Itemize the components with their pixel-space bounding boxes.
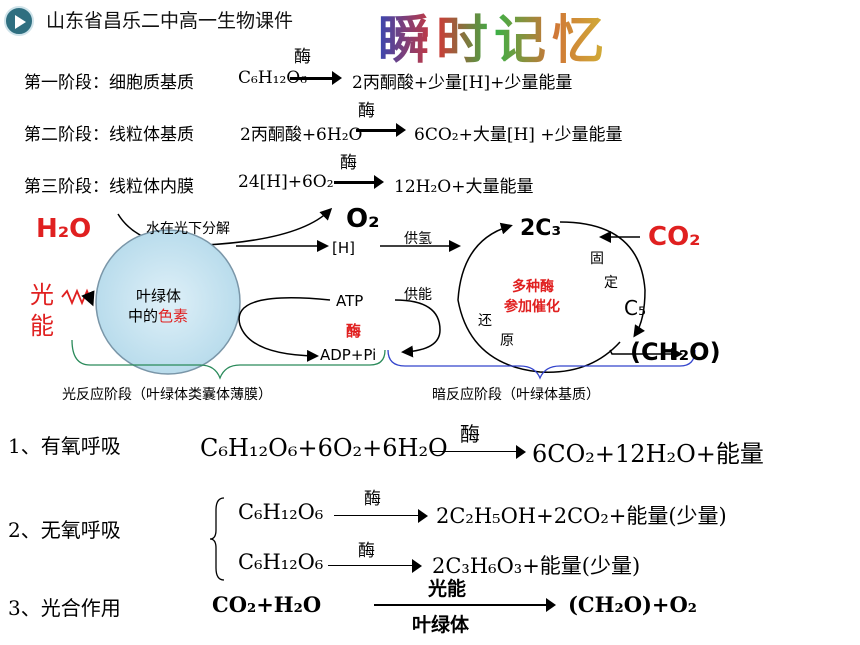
photo-bottom-label: 叶绿体 <box>412 614 470 636</box>
light-stage-brace <box>71 339 386 380</box>
aerobic-right: 6CO₂+12H₂O+能量 <box>532 440 764 468</box>
c3-label: 2C₃ <box>520 216 562 241</box>
light-stage-label: 光反应阶段（叶绿体类囊体薄膜） <box>62 387 272 403</box>
gongneng-label: 供能 <box>404 287 432 303</box>
anaerobic-brace <box>209 497 225 581</box>
anaerobic-row2-right: 2C₃H₆O₃+能量(少量) <box>432 554 641 578</box>
banner-title: 瞬时记忆 <box>378 0 610 73</box>
anaerobic-row2-arrow <box>328 559 422 573</box>
aerobic-arrow <box>432 445 526 459</box>
ch2o-arrow <box>609 348 683 360</box>
chlorophyll-label-1: 叶绿体 <box>136 287 182 305</box>
photo-label: 3、光合作用 <box>8 596 121 620</box>
gongqing-label: 供氢 <box>404 231 432 247</box>
h-label: [H] <box>332 239 355 257</box>
ch2o-label: (CH₂O) <box>630 338 721 366</box>
stage-3-right: 12H₂O+大量能量 <box>394 177 534 197</box>
light-wave-icon <box>61 288 95 307</box>
stage-3-left: 24[H]+6O₂ <box>238 172 334 192</box>
anaerobic-label: 2、无氧呼吸 <box>8 518 121 542</box>
stage-1-label: 第一阶段：细胞质基质 <box>24 73 194 93</box>
stage-2-label: 第二阶段：线粒体基质 <box>24 125 194 145</box>
stage-2-left: 2丙酮酸+6H₂O <box>240 125 363 145</box>
adp-label: ADP+Pi <box>320 346 377 364</box>
co2-label: CO₂ <box>648 222 701 252</box>
stage-3-arrow <box>334 175 384 189</box>
aerobic-enzyme: 酶 <box>460 422 480 446</box>
photo-right: (CH₂O)+O₂ <box>568 592 698 617</box>
chlorophyll-label-2: 中的色素 <box>128 305 188 326</box>
stage-1-arrow <box>290 71 342 85</box>
anaerobic-row1-left: C₆H₁₂O₆ <box>238 500 324 524</box>
aerobic-left: C₆H₁₂O₆+6O₂+6H₂O <box>200 434 448 462</box>
adp-atp-loop <box>238 297 331 362</box>
stage-1-left: C₆H₁₂O₆ <box>238 68 308 88</box>
aerobic-label: 1、有氧呼吸 <box>8 434 121 458</box>
reduce-label-1: 还 <box>478 313 492 329</box>
stage-1-right: 2丙酮酸+少量[H]+少量能量 <box>352 73 573 93</box>
school-logo-icon <box>4 6 34 36</box>
light-label-1: 光 <box>30 281 54 309</box>
multi-enzyme-label-1: 多种酶 <box>512 279 554 295</box>
stage-2-right: 6CO₂+大量[H] +少量能量 <box>414 125 623 145</box>
fix-label-2: 定 <box>604 275 618 291</box>
chlorophyll-in: 中的 <box>128 307 159 325</box>
photo-arrow <box>374 598 556 612</box>
photo-left: CO₂+H₂O <box>212 592 322 617</box>
anaerobic-row1-enzyme: 酶 <box>364 489 381 509</box>
h2o-label: H₂O <box>36 214 92 244</box>
water-split-label: 水在光下分解 <box>146 221 230 237</box>
atp-label: ATP <box>336 292 364 310</box>
anaerobic-row2-left: C₆H₁₂O₆ <box>238 550 324 574</box>
gongneng-arrow <box>394 299 441 358</box>
chlorophyll-circle <box>95 229 241 375</box>
reduce-label-2: 原 <box>500 333 514 349</box>
school-title: 山东省昌乐二中高一生物课件 <box>46 10 294 32</box>
pigment-label: 色素 <box>158 307 189 325</box>
stage-2-arrow <box>356 123 406 137</box>
photosynthesis-diagram <box>61 207 696 380</box>
o2-label: O₂ <box>346 204 380 234</box>
stage-2-enzyme: 酶 <box>358 101 375 121</box>
dark-stage-label: 暗反应阶段（叶绿体基质） <box>432 387 600 403</box>
photo-top-label: 光能 <box>428 578 467 600</box>
anaerobic-row1-right: 2C₂H₅OH+2CO₂+能量(少量) <box>436 504 727 528</box>
stage-3-enzyme: 酶 <box>340 153 357 173</box>
fix-label-1: 固 <box>590 251 604 267</box>
stage-3-label: 第三阶段：线粒体内膜 <box>24 177 194 197</box>
anaerobic-row2-enzyme: 酶 <box>358 541 375 561</box>
header-bar: 山东省昌乐二中高一生物课件 瞬时记忆 <box>0 0 860 71</box>
light-label-2: 能 <box>30 312 54 340</box>
fix-arc <box>559 221 646 338</box>
atp-enzyme-label: 酶 <box>346 322 362 340</box>
anaerobic-row1-arrow <box>334 509 428 523</box>
c5-label: C₅ <box>624 296 646 320</box>
dark-stage-brace <box>387 349 696 380</box>
reduce-arc <box>457 222 621 373</box>
multi-enzyme-label-2: 参加催化 <box>504 299 560 315</box>
stage-1-enzyme: 酶 <box>294 47 311 67</box>
